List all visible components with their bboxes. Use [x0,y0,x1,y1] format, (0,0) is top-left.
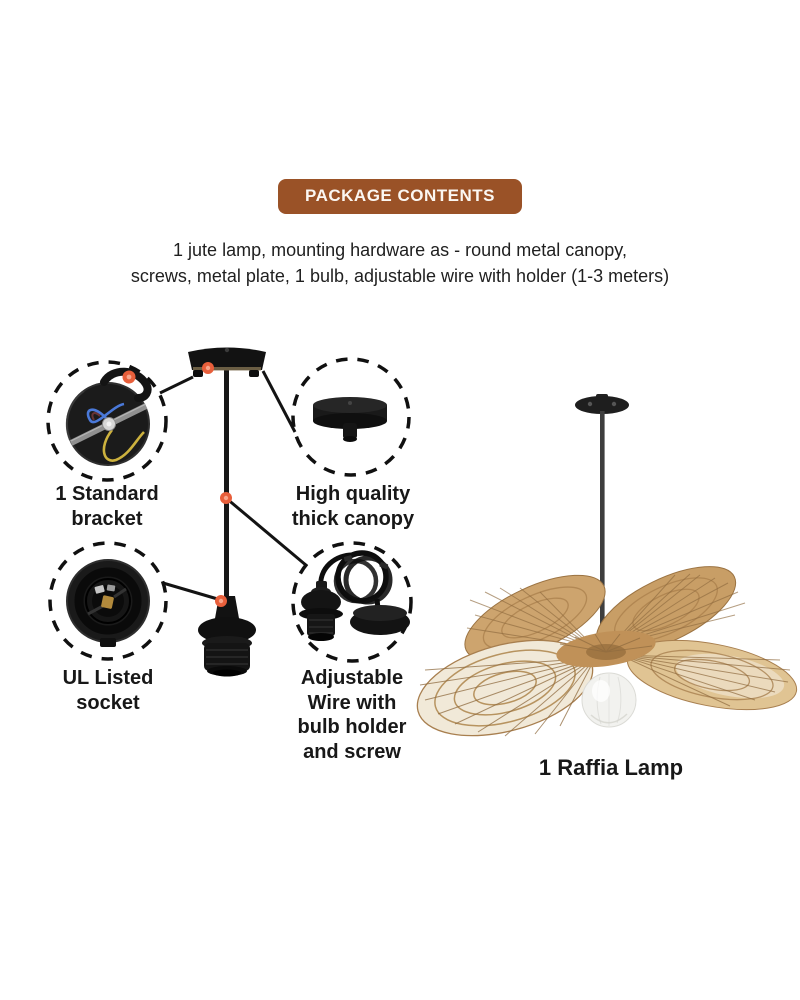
callout-label-standard-bracket: 1 Standard bracket [55,483,159,530]
raffia-center-cone [556,630,656,668]
bulb [581,672,637,728]
connector-line-wire [225,496,308,568]
callout-label-ul-socket: UL Listed socket [62,667,154,714]
bracket-image [65,367,152,466]
marker-dot-bracket [122,370,136,384]
connector-line-bracket [159,375,194,395]
canopy-callout-circle [291,357,411,477]
raffia-brim-lower-left [416,639,596,737]
marker-dot-socket [215,595,227,607]
product-label-raffia-lamp: 1 Raffia Lamp [538,755,684,780]
central-pendant-hardware [159,347,308,677]
raffia-lamp-photo [416,394,798,737]
pendant-rod [224,368,229,614]
wire-kit-image [299,550,410,641]
package-contents-badge: PACKAGE CONTENTS [278,179,522,214]
socket-callout-circle [48,541,168,661]
socket-image [66,559,150,647]
raffia-brim-lower-right [619,639,798,711]
canopy-callout [291,357,411,477]
marker-dot-canopy [202,362,214,374]
bracket-callout-circle [46,360,168,482]
callout-label-thick-canopy: High quality thick canopy [291,483,415,530]
canopy-image [313,397,387,442]
connector-line-socket [162,581,222,602]
connector-line-canopy [261,370,297,433]
raffia-rod [600,411,605,643]
bracket-callout [46,360,168,482]
wire-callout-circle [291,541,413,663]
package-description: 1 jute lamp, mounting hardware as - roun… [130,240,670,286]
marker-dot-wire [220,492,232,504]
raffia-ceiling-plate [575,394,629,414]
pendant-socket [198,596,256,677]
wire-callout [291,541,413,663]
socket-callout [48,541,168,661]
raffia-shade [416,566,798,737]
callout-label-adjustable-wire: Adjustable Wire with bulb holder and scr… [297,667,407,763]
